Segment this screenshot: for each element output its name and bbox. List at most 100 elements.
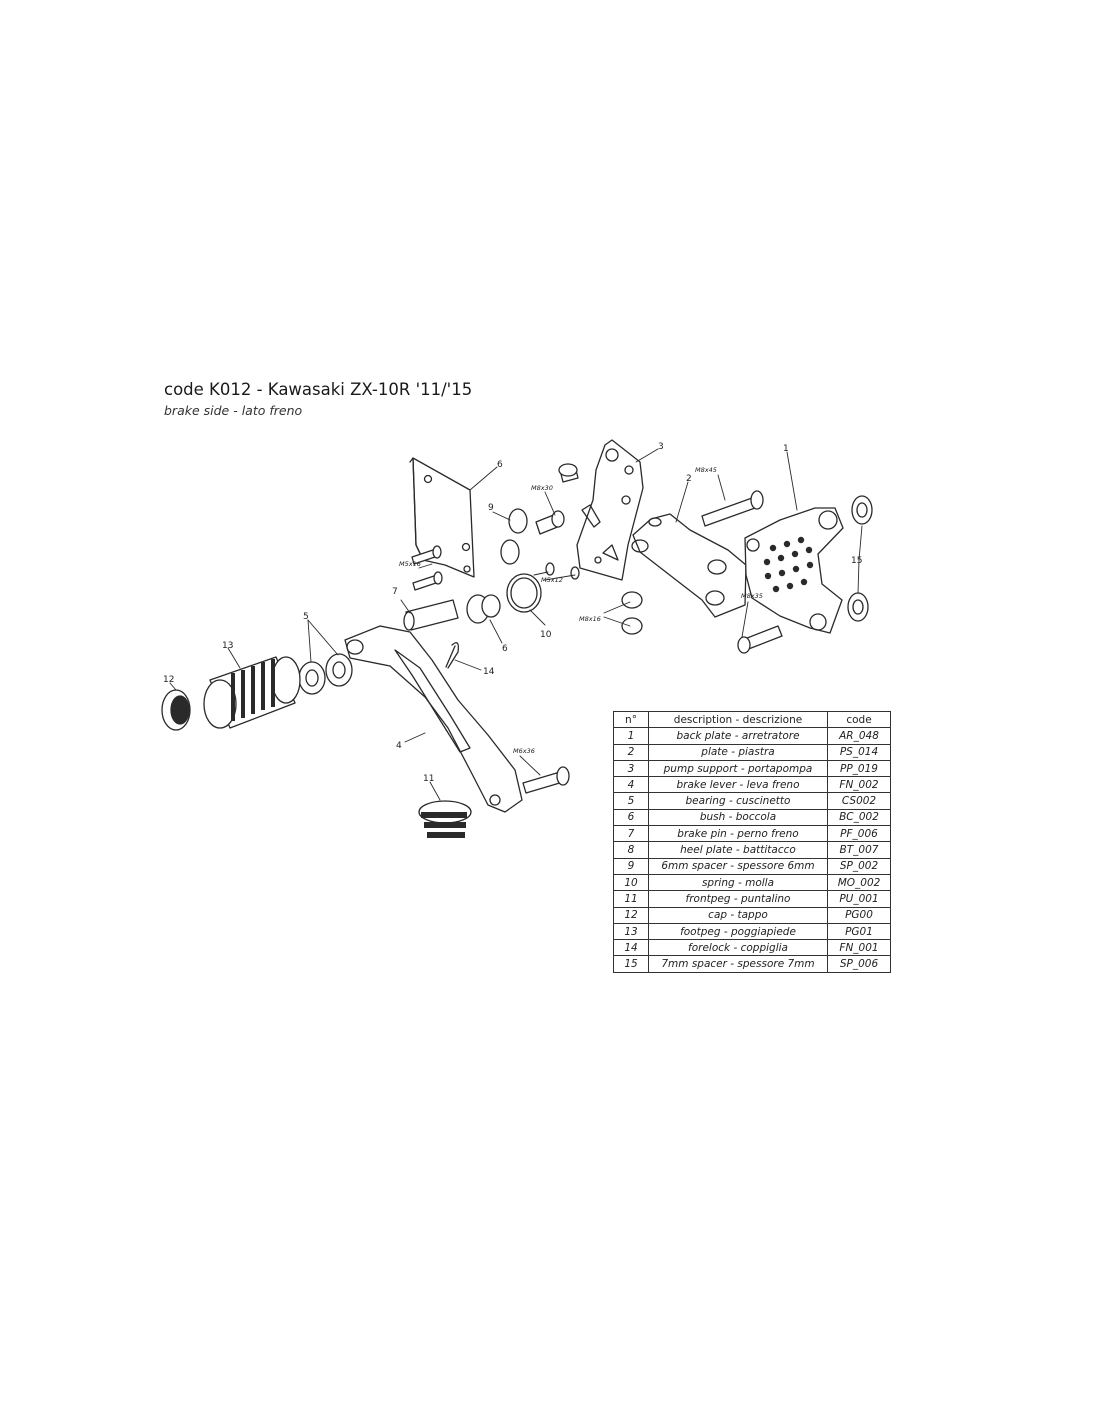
bolts-m8x16 bbox=[621, 591, 643, 635]
row-number: 8 bbox=[613, 841, 649, 859]
back-plate-part bbox=[744, 507, 844, 634]
bolt-label-m5x16: M5x16 bbox=[399, 560, 421, 568]
bolt-label-m8x30: M8x30 bbox=[531, 484, 553, 492]
row-description: 7mm spacer - spessore 7mm bbox=[648, 955, 828, 973]
row-description: frontpeg - puntalino bbox=[648, 890, 828, 908]
bush-part bbox=[466, 594, 501, 624]
row-number: 4 bbox=[613, 776, 649, 794]
bolt-label-m8x45: M8x45 bbox=[695, 466, 717, 474]
callout-12: 12 bbox=[163, 675, 174, 685]
row-code: PG00 bbox=[827, 906, 891, 924]
frontpeg-part bbox=[418, 800, 472, 838]
callout-6-bush: 6 bbox=[502, 644, 508, 654]
row-number: 2 bbox=[613, 743, 649, 761]
row-number: 14 bbox=[613, 939, 649, 957]
page-subtitle: brake side - lato freno bbox=[164, 403, 303, 418]
row-description: heel plate - battitacco bbox=[648, 841, 828, 859]
row-number: 6 bbox=[613, 808, 649, 827]
header-description: description - descrizione bbox=[648, 710, 828, 729]
row-description: brake lever - leva freno bbox=[648, 776, 828, 794]
row-description: bearing - cuscinetto bbox=[648, 792, 828, 810]
callout-7: 7 bbox=[392, 587, 398, 597]
bolt-m6x36 bbox=[522, 766, 570, 794]
callout-1: 1 bbox=[783, 444, 789, 454]
callout-6-heel: 6 bbox=[497, 460, 503, 470]
header-number: n° bbox=[613, 710, 649, 729]
row-code: PP_019 bbox=[827, 759, 891, 778]
row-code: BC_002 bbox=[827, 808, 891, 827]
parts-table-header: n° description - descrizione code bbox=[613, 710, 891, 729]
row-code: BT_007 bbox=[827, 841, 891, 859]
callout-13: 13 bbox=[222, 641, 233, 651]
row-number: 7 bbox=[613, 825, 649, 843]
row-code: FN_002 bbox=[827, 776, 891, 794]
footpeg-part bbox=[203, 656, 301, 729]
bolt-label-m8x35: M8x35 bbox=[741, 592, 763, 600]
bolt-label-m8x16: M8x16 bbox=[579, 615, 601, 623]
row-number: 1 bbox=[613, 727, 649, 745]
bolt-m8x45 bbox=[701, 490, 764, 527]
callout-4: 4 bbox=[396, 741, 402, 751]
row-description: footpeg - poggiapiede bbox=[648, 922, 828, 941]
plate-part bbox=[631, 513, 747, 618]
callout-5: 5 bbox=[303, 612, 309, 622]
row-description: brake pin - perno freno bbox=[648, 825, 828, 843]
row-description: pump support - portapompa bbox=[648, 759, 828, 778]
spacer-6mm-part bbox=[500, 508, 528, 565]
row-code: SP_002 bbox=[827, 857, 891, 875]
bolt-m8x35 bbox=[737, 625, 783, 654]
row-code: MO_002 bbox=[827, 873, 891, 892]
row-description: plate - piastra bbox=[648, 743, 828, 761]
spring-part bbox=[506, 573, 542, 613]
callout-3: 3 bbox=[658, 442, 664, 452]
header-code: code bbox=[827, 710, 891, 729]
row-code: CS002 bbox=[827, 792, 891, 810]
callout-10: 10 bbox=[540, 630, 552, 640]
row-description: bush - boccola bbox=[648, 808, 828, 827]
row-number: 12 bbox=[613, 906, 649, 924]
row-number: 13 bbox=[613, 922, 649, 941]
callout-14: 14 bbox=[483, 667, 495, 677]
row-code: PU_001 bbox=[827, 890, 891, 908]
row-number: 9 bbox=[613, 857, 649, 875]
callout-2: 2 bbox=[686, 474, 692, 484]
bolt-label-m5x12: M5x12 bbox=[541, 576, 563, 584]
row-description: 6mm spacer - spessore 6mm bbox=[648, 857, 828, 875]
bolts-m5x12 bbox=[545, 562, 580, 580]
row-number: 15 bbox=[613, 955, 649, 973]
row-number: 3 bbox=[613, 759, 649, 778]
row-description: back plate - arretratore bbox=[648, 727, 828, 745]
pump-support-part bbox=[576, 439, 644, 581]
callout-11: 11 bbox=[423, 774, 434, 784]
bolts-m5x16 bbox=[411, 545, 443, 591]
brake-pin-part bbox=[403, 599, 459, 631]
bearing-part bbox=[298, 653, 353, 695]
row-number: 10 bbox=[613, 873, 649, 892]
row-number: 5 bbox=[613, 792, 649, 810]
row-code: PS_014 bbox=[827, 743, 891, 761]
row-code: AR_048 bbox=[827, 727, 891, 745]
bolt-m8x30 bbox=[558, 463, 579, 483]
row-code: PG01 bbox=[827, 922, 891, 941]
row-description: spring - molla bbox=[648, 873, 828, 892]
cap-part bbox=[161, 689, 191, 731]
row-code: SP_006 bbox=[827, 955, 891, 973]
page-title: code K012 - Kawasaki ZX-10R '11/'15 bbox=[164, 380, 473, 399]
spacer-7mm-part bbox=[847, 495, 873, 622]
